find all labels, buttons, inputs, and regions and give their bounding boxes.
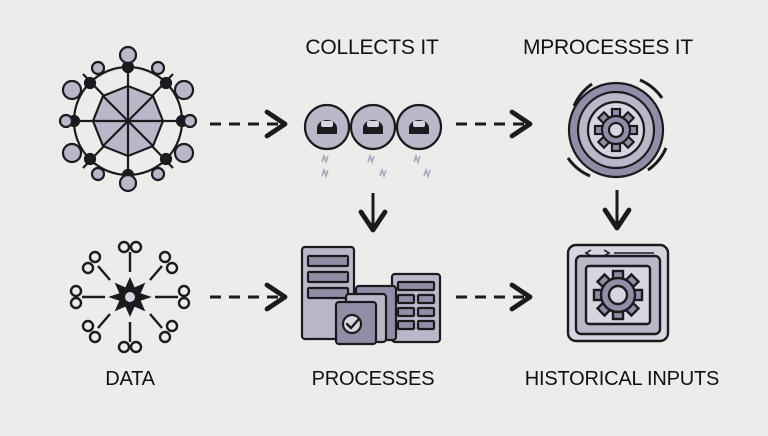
gear-panel-icon bbox=[566, 243, 670, 343]
label-historical-inputs: HISTORICAL INPUTS bbox=[524, 368, 720, 390]
network-hub-icon bbox=[58, 45, 198, 193]
data-burst-icon bbox=[69, 240, 191, 354]
gear-ring-icon bbox=[566, 78, 668, 179]
label-collects-it: COLLECTS IT bbox=[305, 36, 439, 59]
server-stack-icon bbox=[300, 245, 442, 346]
label-processes: PROCESSES bbox=[311, 368, 435, 390]
label-mprocesses-it: MPROCESSES IT bbox=[522, 36, 694, 59]
label-data: DATA bbox=[105, 368, 155, 390]
user-nodes-icon bbox=[303, 103, 443, 179]
